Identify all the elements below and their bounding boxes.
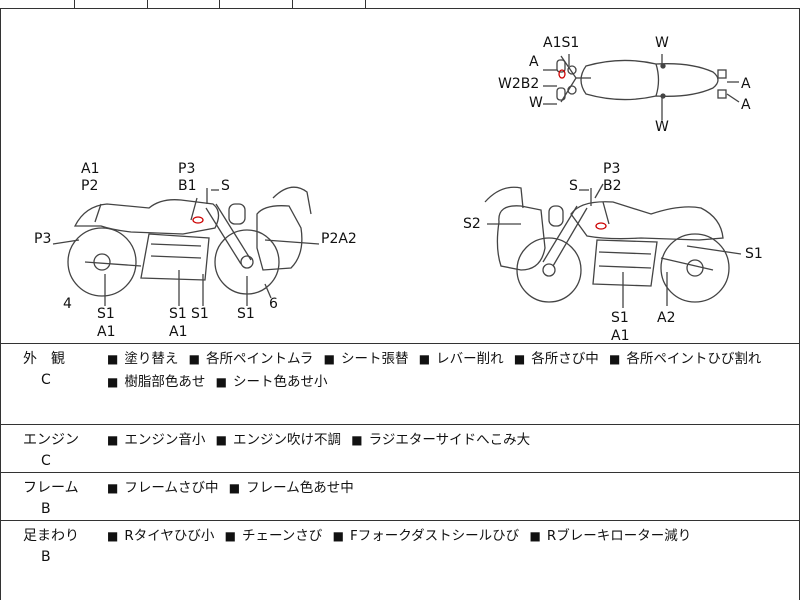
label-right-b2: B2 xyxy=(603,178,622,194)
section-title: 外 観 xyxy=(23,351,65,367)
section-grade: C xyxy=(41,453,51,469)
issue-item: レバー削れ xyxy=(419,351,504,367)
header-cell xyxy=(219,0,293,8)
label-top-a3: A xyxy=(741,97,751,113)
label-left-a1-b: A1 xyxy=(169,324,187,340)
label-left-p2: P2 xyxy=(81,178,98,194)
section-items: 塗り替え 各所ペイントムラ シート張替 レバー削れ 各所さび中 各所ペイントひび… xyxy=(107,348,797,394)
section-items: Rタイヤひび小 チェーンさび Fフォークダストシールひび Rブレーキローター減り xyxy=(107,525,797,548)
issue-item: 各所さび中 xyxy=(514,351,599,367)
left-side-motorcycle xyxy=(67,186,312,297)
header-cell xyxy=(74,0,148,8)
issue-item: フレームさび中 xyxy=(107,480,218,496)
header-row xyxy=(0,0,800,9)
issue-item: Fフォークダストシールひび xyxy=(333,528,520,544)
label-left-s: S xyxy=(221,178,230,194)
label-left-a1-a: A1 xyxy=(97,324,115,340)
label-right-a1: A1 xyxy=(611,328,629,343)
label-top-a1: A xyxy=(529,54,539,70)
label-left-s1-a: S1 xyxy=(97,306,115,322)
label-left-p3: P3 xyxy=(178,161,195,177)
header-cell xyxy=(147,0,220,8)
label-right-s1-a: S1 xyxy=(745,246,763,262)
label-left-s1-d: S1 xyxy=(237,306,255,322)
section-grade: B xyxy=(41,549,51,565)
section-undercarriage: 足まわり B Rタイヤひび小 チェーンさび Fフォークダストシールひび Rブレー… xyxy=(0,521,800,600)
label-left-a1: A1 xyxy=(81,161,99,177)
label-right-s: S xyxy=(569,178,578,194)
label-top-w3: W xyxy=(655,119,669,135)
header-cell xyxy=(0,0,75,8)
label-left-6: 6 xyxy=(269,296,278,312)
label-left-4: 4 xyxy=(63,296,72,312)
section-exterior: 外 観 C 塗り替え 各所ペイントムラ シート張替 レバー削れ 各所さび中 各所… xyxy=(0,344,800,425)
label-top-w2: W xyxy=(529,95,543,111)
issue-item: 樹脂部色あせ xyxy=(107,374,205,390)
section-grade: C xyxy=(41,372,51,388)
section-grade: B xyxy=(41,501,51,517)
label-left-s1-c: S1 xyxy=(191,306,209,322)
issue-item: 各所ペイントムラ xyxy=(189,351,314,367)
section-title: フレーム xyxy=(23,480,79,496)
label-top-a1s1: A1S1 xyxy=(543,35,579,51)
section-engine: エンジン C エンジン音小 エンジン吹け不調 ラジエターサイドへこみ大 xyxy=(0,425,800,473)
issue-item: 各所ペイントひび割れ xyxy=(609,351,761,367)
header-cell xyxy=(292,0,366,8)
label-right-p3: P3 xyxy=(603,161,620,177)
issue-item: フレーム色あせ中 xyxy=(229,480,354,496)
label-right-s1-b: S1 xyxy=(611,310,629,326)
label-top-w2b2: W2B2 xyxy=(498,76,539,92)
issue-item: シート色あせ小 xyxy=(216,374,328,390)
section-items: エンジン音小 エンジン吹け不調 ラジエターサイドへこみ大 xyxy=(107,429,797,452)
section-items: フレームさび中 フレーム色あせ中 xyxy=(107,477,797,500)
label-right-a2: A2 xyxy=(657,310,675,326)
issue-item: シート張替 xyxy=(324,351,409,367)
section-frame: フレーム B フレームさび中 フレーム色あせ中 xyxy=(0,473,800,521)
damage-diagram: A1S1 W A A W2B2 W A W A1 P2 P3 B1 S P3 P… xyxy=(0,8,800,344)
top-view-motorcycle xyxy=(556,55,727,103)
issue-item: エンジン音小 xyxy=(107,432,205,448)
label-left-p2a2: P2A2 xyxy=(321,231,357,247)
issue-item: 塗り替え xyxy=(107,351,178,367)
label-left-p3-rear: P3 xyxy=(34,231,51,247)
issue-item: エンジン吹け不調 xyxy=(216,432,341,448)
label-top-a2: A xyxy=(741,76,751,92)
right-side-motorcycle xyxy=(484,186,730,303)
issue-item: チェーンさび xyxy=(225,528,323,544)
label-top-w1: W xyxy=(655,35,669,51)
issue-item: ラジエターサイドへこみ大 xyxy=(351,432,530,448)
section-title: 足まわり xyxy=(23,528,79,544)
label-right-s2: S2 xyxy=(463,216,481,232)
issue-item: Rタイヤひび小 xyxy=(107,528,214,544)
issue-item: Rブレーキローター減り xyxy=(529,528,691,544)
label-left-b1: B1 xyxy=(178,178,197,194)
label-left-s1-b: S1 xyxy=(169,306,187,322)
section-title: エンジン xyxy=(23,432,79,448)
